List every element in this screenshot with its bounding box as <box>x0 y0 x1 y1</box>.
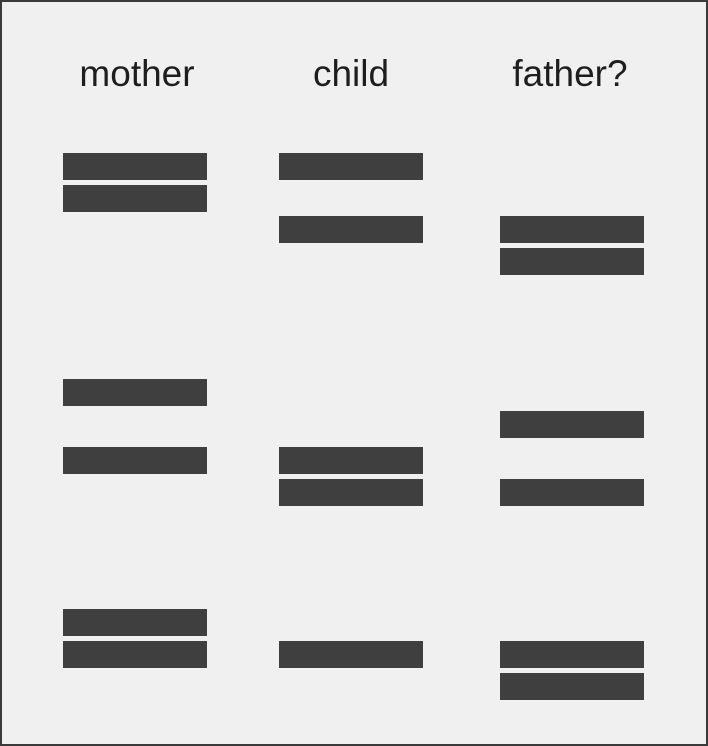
band-father-1 <box>500 216 644 243</box>
band-child-4 <box>279 479 423 506</box>
lane-label-child: child <box>312 53 390 94</box>
band-mother-5 <box>63 609 207 636</box>
band-mother-1 <box>63 153 207 180</box>
band-father-3 <box>500 411 644 438</box>
band-father-4 <box>500 479 644 506</box>
band-child-5 <box>279 641 423 668</box>
lane-label-mother: mother <box>79 53 195 94</box>
lane-label-father: father? <box>512 53 628 94</box>
band-father-2 <box>500 248 644 275</box>
band-child-3 <box>279 447 423 474</box>
band-father-5 <box>500 641 644 668</box>
band-mother-6 <box>63 641 207 668</box>
band-mother-2 <box>63 185 207 212</box>
band-child-2 <box>279 216 423 243</box>
band-father-6 <box>500 673 644 700</box>
band-mother-4 <box>63 447 207 474</box>
band-child-1 <box>279 153 423 180</box>
band-mother-3 <box>63 379 207 406</box>
